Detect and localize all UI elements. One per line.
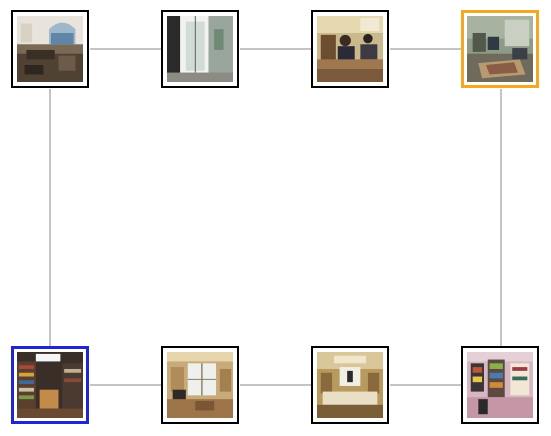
photo-thumbnail-office-workers (317, 16, 383, 82)
photo-tile-2[interactable] (161, 10, 239, 88)
photo-tile-6[interactable] (161, 346, 239, 424)
photo-tile-3[interactable] (311, 10, 389, 88)
photo-thumbnail-office-rug (467, 16, 533, 82)
photo-thumbnail-hallway (167, 16, 233, 82)
photo-thumbnail-french-doors (167, 352, 233, 418)
photo-tile-7[interactable] (311, 346, 389, 424)
photo-thumbnail-library (17, 352, 83, 418)
photo-thumbnail-reception (317, 352, 383, 418)
photo-tile-1[interactable] (11, 10, 89, 88)
photo-tile-5[interactable] (11, 346, 89, 424)
photo-tile-4[interactable] (461, 10, 539, 88)
photo-thumbnail-living-room (17, 16, 83, 82)
photo-tile-8[interactable] (461, 346, 539, 424)
photo-thumbnail-shop-shelves (467, 352, 533, 418)
